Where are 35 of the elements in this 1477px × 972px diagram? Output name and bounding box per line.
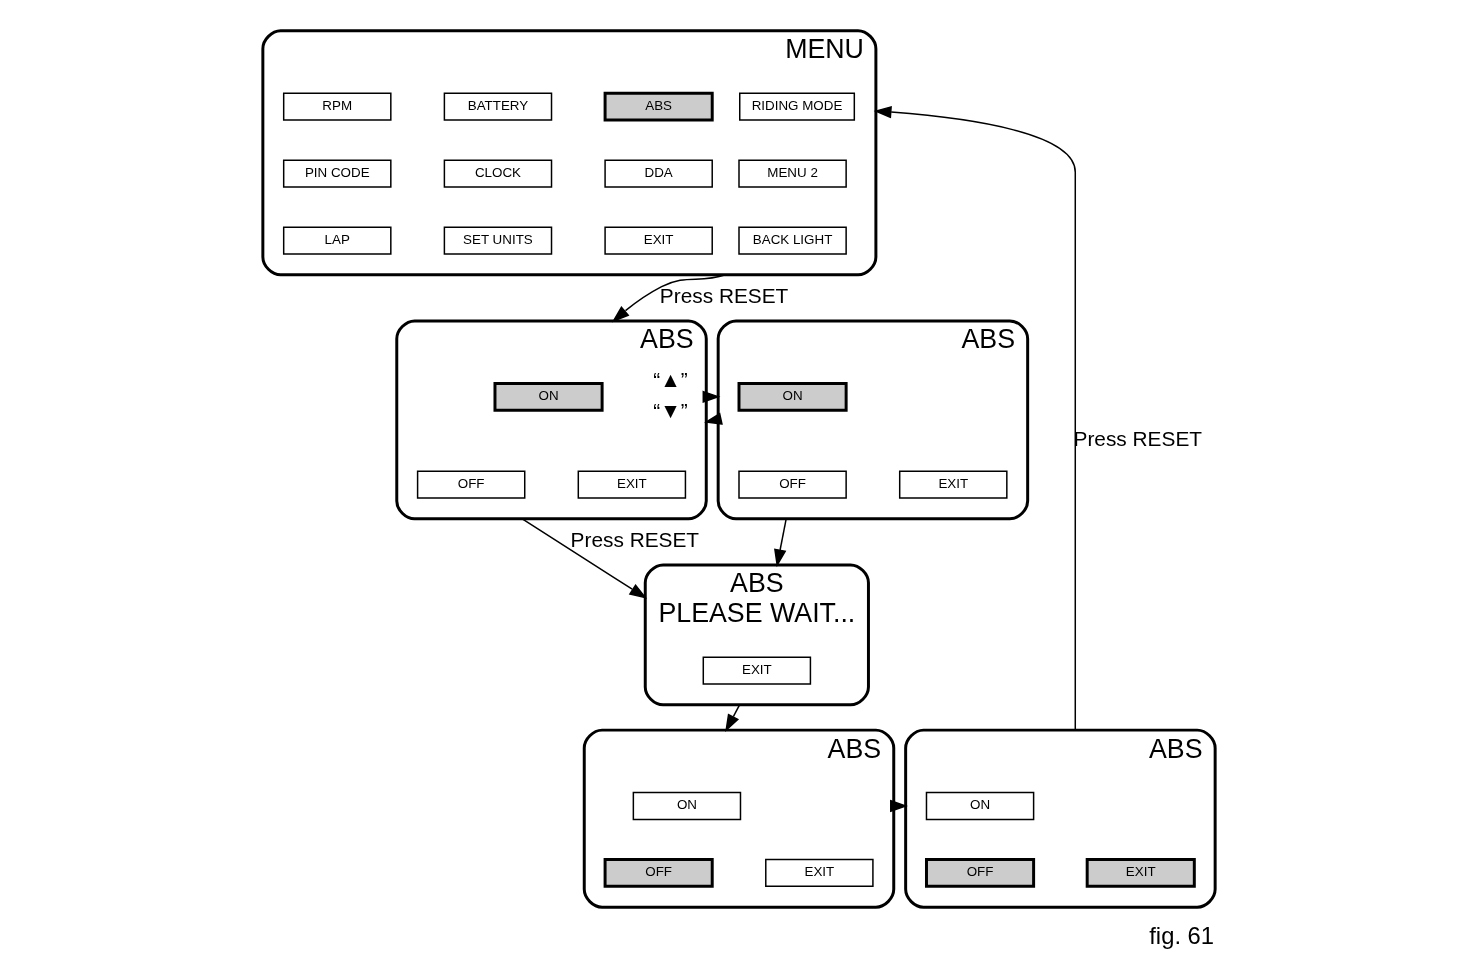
node-box: OFF <box>924 858 1035 888</box>
node-box: OFF <box>603 858 714 888</box>
edge-label: “▼” <box>652 398 688 422</box>
node-box: EXIT <box>603 226 713 255</box>
node-box: EXIT <box>898 470 1008 499</box>
node-box: LAP <box>282 226 392 255</box>
node-box: BATTERY <box>443 92 552 121</box>
node-box: OFF <box>737 470 847 499</box>
node-box: EXIT <box>702 656 811 685</box>
node-box: EXIT <box>1085 858 1196 888</box>
node-box: ON <box>632 791 741 821</box>
node-box: SET UNITS <box>443 226 552 255</box>
edge-label: “▲” <box>652 367 688 391</box>
node-box: ON <box>737 381 848 412</box>
node-box: ON <box>493 381 604 412</box>
caption: fig. 61 <box>1148 922 1214 950</box>
node-box: PIN CODE <box>282 159 392 188</box>
arrow <box>724 704 740 733</box>
arrow <box>611 274 726 323</box>
node-box: ON <box>925 791 1034 821</box>
node-box: OFF <box>416 470 525 499</box>
node-box: EXIT <box>577 470 686 499</box>
node-box: RIDING MODE <box>738 92 855 121</box>
node-box: EXIT <box>764 858 874 888</box>
node-box: DDA <box>603 159 713 188</box>
arrow <box>521 518 647 599</box>
arrow <box>773 518 787 568</box>
node-box: MENU 2 <box>737 159 847 188</box>
edge-label: Press RESET <box>659 284 788 308</box>
arrow <box>873 105 1076 731</box>
edge-label: Press RESET <box>570 528 699 552</box>
node-box: CLOCK <box>443 159 552 188</box>
node-box: RPM <box>282 92 392 121</box>
node-box: ABS <box>603 91 714 122</box>
node-box: BACK LIGHT <box>737 226 847 255</box>
